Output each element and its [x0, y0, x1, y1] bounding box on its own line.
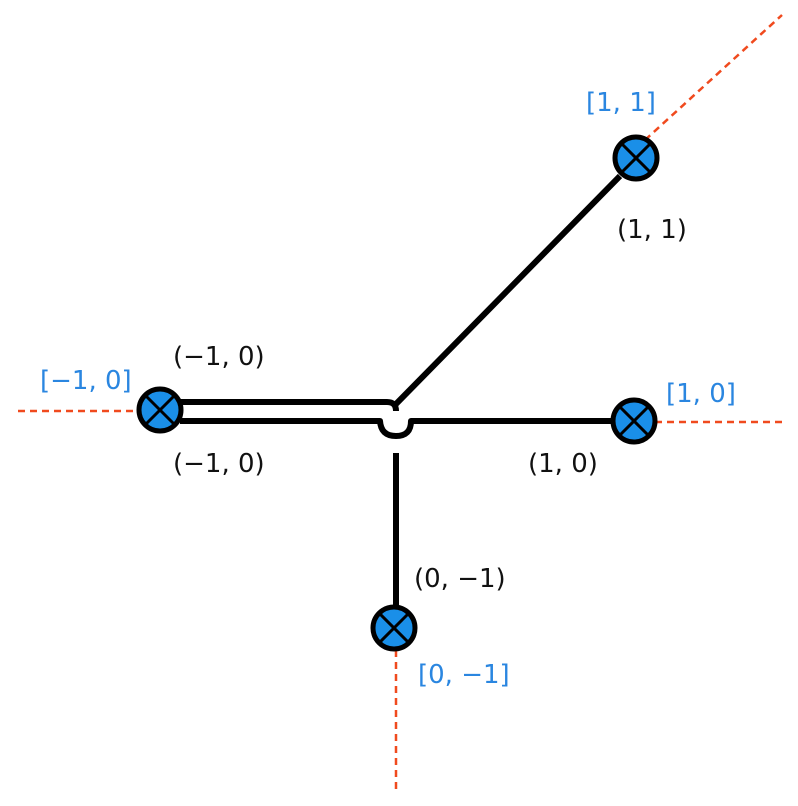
vertex-label-right: [1, 0] — [666, 379, 736, 409]
node-top-right — [612, 134, 660, 182]
vertex-label-top-right: [1, 1] — [586, 88, 656, 118]
edge-left-lower-with-loop — [180, 418, 612, 439]
node-right — [610, 397, 658, 445]
edge-label-bottom: (0, −1) — [414, 564, 506, 594]
edge-label-left-lower: (−1, 0) — [173, 449, 265, 479]
vertex-label-bottom: [0, −1] — [418, 660, 510, 690]
node-left — [136, 386, 184, 434]
edge-diagonal — [392, 173, 623, 408]
edge-label-left-upper: (−1, 0) — [173, 342, 265, 372]
edge-left-upper — [180, 399, 399, 412]
edge-label-diagonal: (1, 1) — [617, 215, 687, 245]
ray-top-right — [644, 14, 783, 141]
edge-label-right: (1, 0) — [528, 449, 598, 479]
node-bottom — [370, 604, 418, 652]
vertex-label-left: [−1, 0] — [40, 366, 132, 396]
